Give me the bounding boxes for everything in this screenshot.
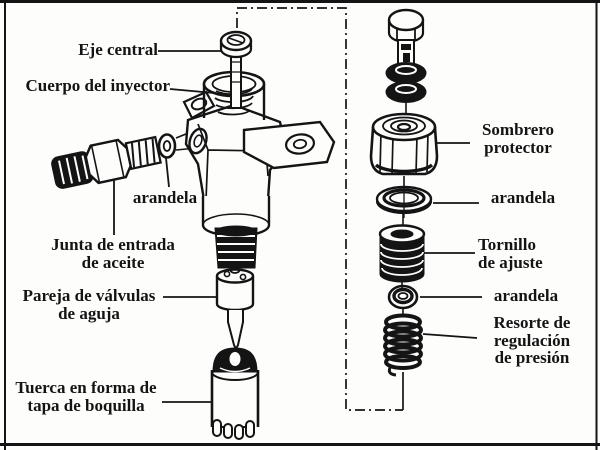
valve-body — [215, 268, 255, 284]
bolt-seal-rings — [385, 62, 427, 103]
oil-inlet-fitting — [51, 135, 162, 189]
needle-valve-pair — [215, 266, 255, 352]
spring-end-hook — [387, 365, 397, 377]
label-arandela-izquierda: arandela — [132, 188, 198, 207]
cap-castellations — [212, 419, 255, 440]
nozzle-cap-nut — [210, 347, 260, 440]
leader-resorte — [422, 333, 478, 339]
label-junta-de-entrada: Junta de entrada de aceite — [51, 235, 175, 272]
inlet-washer — [157, 129, 198, 159]
cap-bolt — [387, 8, 425, 65]
protective-cap — [369, 112, 439, 176]
bolt-hex-head — [387, 8, 425, 32]
needle — [227, 310, 244, 352]
shaft-stem — [230, 49, 242, 109]
injector-body — [182, 70, 336, 238]
body-thread-section — [214, 225, 258, 269]
valve-pin — [229, 266, 241, 274]
label-resorte-regulacion: Resorte de regulación de presión — [493, 313, 571, 367]
pressure-spring — [383, 313, 423, 377]
label-arandela-superior: arandela — [490, 188, 556, 207]
cap-dome-hole — [229, 352, 241, 366]
label-tuerca-tapa-boquilla: Tuerca en forma de tapa de boquilla — [15, 378, 157, 415]
label-pareja-de-valvulas: Pareja de válvulas de aguja — [22, 286, 156, 323]
label-tornillo-de-ajuste: Tornillo de ajuste — [478, 235, 543, 272]
body-right-flange — [242, 120, 336, 170]
assembly-axis-bracket — [236, 7, 403, 411]
adjusting-screw — [378, 224, 426, 283]
fitting-threads — [124, 135, 162, 171]
fitting-knurled-end — [51, 151, 94, 189]
leader-lines — [113, 50, 482, 403]
label-cuerpo-del-inyector: Cuerpo del inyector — [25, 76, 170, 95]
body-left-ear — [182, 90, 216, 120]
upper-washer — [375, 185, 433, 218]
leader-arandela-izquierda — [165, 157, 170, 188]
lower-washer — [387, 284, 419, 310]
label-sombrero-protector: Sombrero protector — [481, 120, 555, 157]
central-shaft — [219, 30, 253, 109]
label-eje-central: Eje central — [78, 40, 158, 59]
label-arandela-inferior: arandela — [493, 286, 559, 305]
